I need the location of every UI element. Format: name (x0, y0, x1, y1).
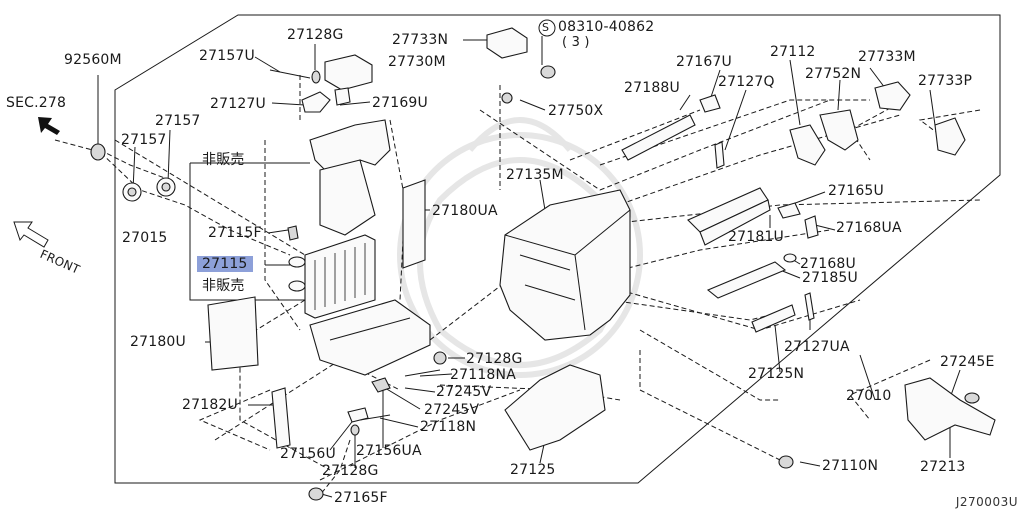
solid-leaders (97, 36, 961, 498)
part-label-27128G-bot: 27128G (322, 463, 379, 479)
special-part-symbol (538, 19, 556, 37)
part-label-27168UA: 27168UA (836, 220, 902, 236)
section-ref: SEC.278 (6, 95, 67, 111)
actuator-27733N (486, 27, 528, 59)
part-label-27118N: 27118N (420, 419, 477, 435)
door-27185U (706, 261, 787, 299)
part-label-27015: 27015 (122, 230, 168, 246)
part-label-27188U: 27188U (624, 80, 680, 96)
part-label-27180UA: 27180UA (432, 203, 498, 219)
panel-27180UA (402, 179, 426, 269)
part-label-27115F: 27115F (208, 225, 262, 241)
part-label-27168U: 27168U (800, 256, 856, 272)
part-label-27165U: 27165U (828, 183, 884, 199)
part-label-27730M: 27730M (388, 54, 446, 70)
part-label-27750X: 27750X (548, 103, 604, 119)
watermark (397, 117, 643, 378)
filter-27180U (207, 296, 259, 371)
part-label-27128G-mid: 27128G (466, 351, 523, 367)
part-label-27135M: 27135M (506, 167, 564, 183)
tray-27125 (504, 364, 606, 451)
part-label-27157-b: 27157 (121, 132, 167, 148)
door-27125N (751, 304, 796, 333)
assembly-frame (114, 14, 1001, 484)
part-label-27157-a: 27157 (155, 113, 201, 129)
part-label-27127Q: 27127Q (718, 74, 775, 90)
part-label-27733M: 27733M (858, 49, 916, 65)
main-case-27135M (499, 189, 631, 341)
part-label-92560M: 92560M (64, 52, 122, 68)
lever-27112 (789, 124, 826, 166)
part-label-27125: 27125 (510, 462, 556, 478)
actuator-27733P (934, 117, 966, 156)
part-label-27127UA: 27127UA (784, 339, 850, 355)
not-for-sale-label-1: 非販売 (202, 152, 245, 168)
part-label-27010: 27010 (846, 388, 892, 404)
part-label-27245E: 27245E (940, 354, 995, 370)
clip-27115F (287, 225, 299, 241)
part-label-27181U: 27181U (728, 229, 784, 245)
part-label-27115: 27115 (197, 256, 253, 272)
lower-case (309, 299, 431, 376)
special-part-number: 08310-40862 (558, 19, 655, 35)
part-label-27128G-top: 27128G (287, 27, 344, 43)
gasket-27182U (271, 387, 291, 449)
door-27188U (621, 114, 696, 161)
part-label-27127U: 27127U (210, 96, 266, 112)
actuator-27733M (874, 81, 911, 111)
section-arrow (38, 117, 60, 135)
rod-27157U (269, 69, 311, 79)
part-label-27185U: 27185U (802, 270, 858, 286)
part-label-27156UA: 27156UA (356, 443, 422, 459)
not-for-sale-label-2: 非販売 (202, 278, 245, 294)
part-label-27245V-a: 27245V (436, 384, 492, 400)
part-label-27156U: 27156U (280, 446, 336, 462)
part-label-27118NA: 27118NA (450, 367, 516, 383)
part-label-27125N: 27125N (748, 366, 805, 382)
part-label-27112: 27112 (770, 44, 816, 60)
part-label-27169U: 27169U (372, 95, 428, 111)
part-label-27733P: 27733P (918, 73, 973, 89)
front-arrow-icon (13, 221, 49, 248)
part-label-27110N: 27110N (822, 458, 879, 474)
part-label-27157U: 27157U (199, 48, 255, 64)
part-label-27752N: 27752N (805, 66, 862, 82)
part-label-27182U: 27182U (182, 397, 238, 413)
actuator-27730M (324, 54, 373, 91)
heater-core (288, 234, 376, 319)
part-label-27180U: 27180U (130, 334, 186, 350)
part-label-27213: 27213 (920, 459, 966, 475)
drawing-code: J270003U (955, 495, 1018, 509)
duct-27213 (904, 377, 996, 441)
link-27127U (301, 91, 331, 113)
special-part-symbol-text: S (542, 21, 550, 34)
part-label-27245V-b: 27245V (424, 402, 480, 418)
part-label-27167U: 27167U (676, 54, 732, 70)
upper-case (309, 119, 391, 176)
special-part-qty: ( 3 ) (562, 35, 590, 50)
part-label-27165F: 27165F (334, 490, 388, 506)
part-label-27733N: 27733N (392, 32, 449, 48)
fasteners (90, 65, 980, 501)
